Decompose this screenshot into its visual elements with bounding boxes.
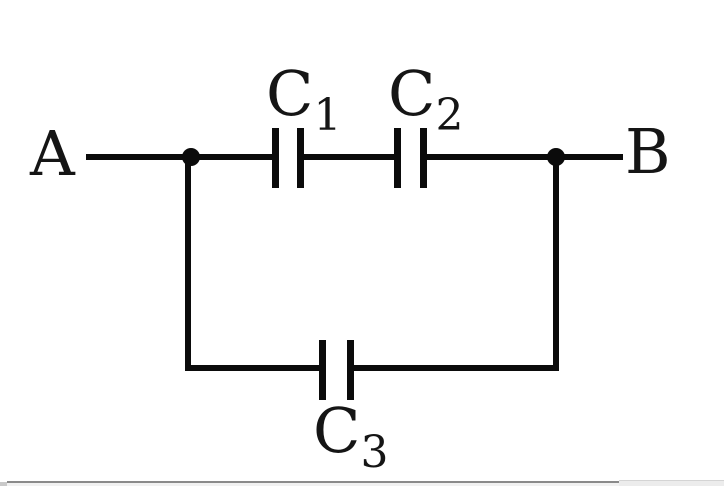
wire-right-vertical xyxy=(553,154,559,371)
capacitor-c3-label: C3 xyxy=(313,400,388,475)
bottom-frame-edge xyxy=(7,481,619,486)
wire-node-to-c1 xyxy=(191,154,273,160)
wire-a-to-left-node xyxy=(86,154,192,160)
wire-left-vertical xyxy=(185,154,191,371)
capacitor-c2-plate-left xyxy=(394,128,401,188)
wire-bottom-left xyxy=(185,365,320,371)
capacitor-c2-label-subscript: 2 xyxy=(435,90,464,141)
capacitor-c3-label-subscript: 3 xyxy=(360,427,389,478)
junction-dot-left xyxy=(182,148,200,166)
capacitor-c2-plate-right xyxy=(420,128,427,188)
capacitor-c1-plate-right xyxy=(297,128,304,188)
wire-c2-to-right-node xyxy=(426,154,557,160)
capacitor-c3-plate-left xyxy=(319,340,326,400)
terminal-b-label: B xyxy=(625,115,671,188)
terminal-a-label: A xyxy=(30,117,75,190)
wire-node-to-b xyxy=(556,154,623,160)
capacitor-c1-label-subscript: 1 xyxy=(313,90,342,141)
capacitor-c3-plate-right xyxy=(347,340,354,400)
capacitor-c3-label-base: C xyxy=(313,394,361,467)
wire-c1-to-c2 xyxy=(303,154,395,160)
junction-dot-right xyxy=(547,148,565,166)
wire-bottom-right xyxy=(353,365,559,371)
capacitor-c2-label-base: C xyxy=(388,57,436,130)
capacitor-c1-label: C1 xyxy=(266,63,341,138)
capacitor-c1-label-base: C xyxy=(266,57,314,130)
bottom-frame-edge-corner xyxy=(0,482,7,486)
capacitor-c2-label: C2 xyxy=(388,63,463,138)
bottom-frame-edge-right xyxy=(619,480,724,486)
capacitor-c1-plate-left xyxy=(272,128,279,188)
